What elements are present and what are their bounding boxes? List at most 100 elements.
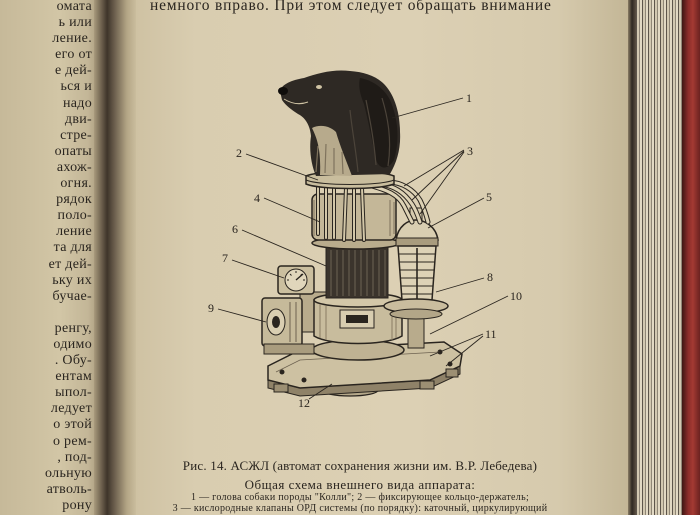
base-bolt <box>301 377 307 383</box>
motor-hatching <box>330 250 386 296</box>
left-page-line: ление <box>56 224 92 240</box>
left-page-line: , под- <box>57 449 92 465</box>
figure-label-9: 9 <box>208 301 214 315</box>
left-page-line: омата <box>56 0 92 14</box>
base-bolt <box>447 361 453 367</box>
base-foot <box>445 368 459 378</box>
figure-caption-subtitle: Общая схема внешнего вида аппарата: <box>244 477 476 492</box>
dog-head <box>278 70 401 176</box>
leader-line-2 <box>245 153 319 181</box>
apparatus-motor <box>311 236 401 299</box>
gauge-ticks <box>287 271 305 281</box>
dog-nose <box>278 87 288 95</box>
left-page-line: ьку их <box>52 272 92 288</box>
left-page-line: огня. <box>60 176 92 192</box>
motor-body <box>325 245 389 299</box>
tube-fill <box>317 185 365 241</box>
valve-assembly <box>383 207 449 349</box>
book-gutter-shadow <box>94 0 138 515</box>
left-page-line: ься и <box>60 79 92 95</box>
left-page-line: о этой <box>53 417 92 433</box>
dog-mouth <box>283 98 309 105</box>
valve-support-post <box>407 315 425 349</box>
upper-section-shading <box>313 200 395 236</box>
left-page-line: надо <box>62 95 92 111</box>
valve-dome <box>395 219 439 241</box>
right-page-top-line: немного вправо. При этом следует обращат… <box>150 0 552 14</box>
leader-line-4 <box>263 197 321 223</box>
dog-eye <box>316 85 322 89</box>
leader-line-1 <box>391 97 464 119</box>
left-page-line: опаты <box>54 143 92 159</box>
figure-labels: 1 2 3 4 5 6 7 8 9 10 11 12 <box>208 91 522 410</box>
leader-line-3 <box>419 151 465 215</box>
left-page-line: ахож- <box>56 159 92 175</box>
left-page-line: поло- <box>57 208 92 224</box>
left-page-line: дви- <box>64 111 92 127</box>
book-cover-edge <box>682 0 700 515</box>
gauge-block-ribs <box>289 302 297 342</box>
page-stack-edges <box>636 0 682 515</box>
page-edge <box>628 0 636 515</box>
left-page-line: атволь- <box>46 481 92 497</box>
base-foot <box>273 383 289 393</box>
figure-label-4: 4 <box>254 191 260 205</box>
leader-line-11 <box>429 333 484 357</box>
base-foot <box>419 380 435 390</box>
gauge-needle <box>295 273 304 281</box>
left-page-line: ь или <box>58 15 92 31</box>
left-page-line: одимо <box>53 336 92 352</box>
leader-lines <box>217 97 509 400</box>
figure-label-5: 5 <box>486 190 492 204</box>
holder-ring <box>305 170 395 190</box>
gauge-knob-center <box>272 316 280 328</box>
left-page-text-column: омата ь или ление. его от е дей- ься и н… <box>0 0 92 514</box>
left-page-line: ление. <box>52 31 92 47</box>
leader-line-3 <box>411 150 465 201</box>
left-page-line: е дей- <box>54 63 92 79</box>
valve-base-disc-lower <box>389 308 443 320</box>
valve-band <box>395 237 439 247</box>
dog-ear <box>359 78 398 168</box>
leader-line-9 <box>217 308 267 323</box>
left-page-line: ольную <box>45 465 92 481</box>
left-page-line: ентам <box>55 369 92 385</box>
left-page-line: стре- <box>60 127 92 143</box>
drum-shading <box>319 304 397 340</box>
figure-label-12: 12 <box>298 396 310 410</box>
dog-ear-fur-strokes <box>349 97 391 173</box>
figure-label-6: 6 <box>232 222 238 236</box>
leader-line-8 <box>435 277 485 293</box>
figure-label-1: 1 <box>466 91 472 105</box>
leader-line-5 <box>427 197 485 229</box>
left-page-line: рядок <box>56 192 92 208</box>
leader-line-6 <box>241 229 327 267</box>
tube-fill <box>370 180 430 224</box>
leader-line-3 <box>403 149 465 187</box>
leader-line-7 <box>231 259 285 279</box>
figure-label-7: 7 <box>222 251 228 265</box>
left-page-line: . Обу- <box>54 353 92 369</box>
figure-label-3: 3 <box>467 144 473 158</box>
drum-panel-window <box>346 315 368 323</box>
leader-line-12 <box>308 383 333 400</box>
figure-label-2: 2 <box>236 146 242 160</box>
left-page-line: ледует <box>50 401 92 417</box>
apparatus-lower-drum <box>313 292 403 345</box>
figure-label-10: 10 <box>510 289 522 303</box>
gauge-base-bar <box>263 343 315 355</box>
left-page-line: бучае- <box>52 288 92 304</box>
base-bolt <box>279 369 285 375</box>
left-page-line: его от <box>55 47 92 63</box>
leader-line-10 <box>429 295 509 335</box>
left-page-line: ыпол- <box>55 385 92 401</box>
figure-label-11: 11 <box>485 327 497 341</box>
left-page-line: ренгу, <box>54 320 92 336</box>
left-page-line: рону <box>62 497 92 513</box>
figure-legend-line: 3 — кислородные клапаны ОРД системы (по … <box>172 503 548 514</box>
left-page-line: ет дей- <box>48 256 92 272</box>
dog-chest-fur-strokes <box>315 143 344 175</box>
oxygen-tubes <box>316 179 431 242</box>
figure-label-8: 8 <box>487 270 493 284</box>
